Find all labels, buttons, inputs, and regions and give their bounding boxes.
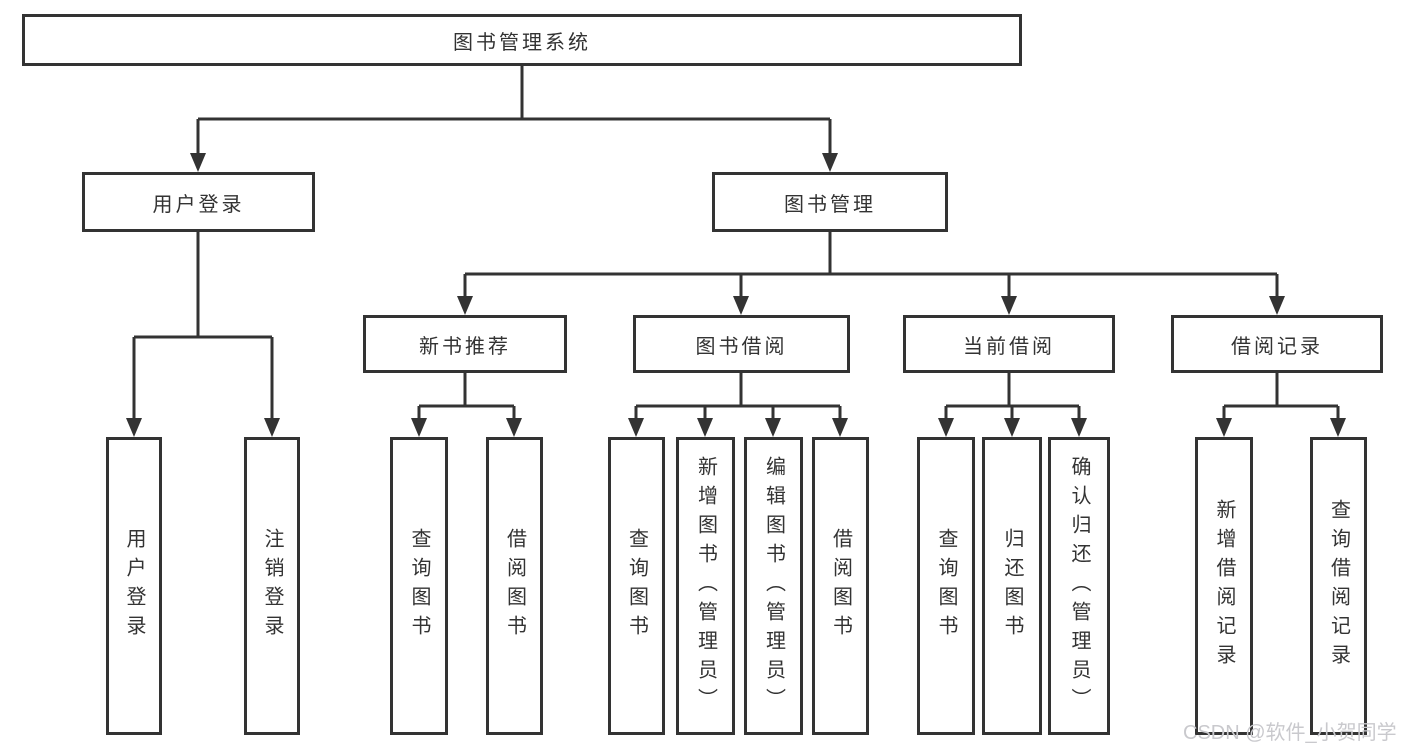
leaf-add-borrow-record: 新增借阅记录 bbox=[1195, 437, 1253, 735]
node-label: 查询借阅记录 bbox=[1327, 499, 1350, 673]
node-label: 确认归还（管理员） bbox=[1068, 455, 1090, 717]
leaf-edit-book-admin: 编辑图书（管理员） bbox=[744, 437, 803, 735]
leaf-query-books-recommend: 查询图书 bbox=[390, 437, 448, 735]
node-label: 图书管理系统 bbox=[453, 31, 591, 54]
node-label: 编辑图书（管理员） bbox=[762, 455, 785, 717]
node-label: 注销登录 bbox=[261, 528, 283, 644]
node-label: 查询图书 bbox=[625, 528, 648, 644]
leaf-query-books-borrowing: 查询图书 bbox=[608, 437, 665, 735]
node-borrowing-records: 借阅记录 bbox=[1171, 315, 1383, 373]
node-label: 查询图书 bbox=[408, 528, 430, 644]
arrow-down-icons bbox=[126, 153, 1346, 437]
node-label: 借阅记录 bbox=[1231, 335, 1323, 358]
node-label: 新书推荐 bbox=[419, 335, 511, 358]
node-new-book-recommendation: 新书推荐 bbox=[363, 315, 567, 373]
node-label: 新增借阅记录 bbox=[1213, 499, 1235, 673]
node-label: 新增图书（管理员） bbox=[694, 455, 717, 717]
node-label: 用户登录 bbox=[152, 193, 245, 216]
leaf-return-book: 归还图书 bbox=[982, 437, 1042, 735]
leaf-confirm-return-admin: 确认归还（管理员） bbox=[1048, 437, 1110, 735]
node-label: 借阅图书 bbox=[829, 528, 852, 644]
leaf-logout: 注销登录 bbox=[244, 437, 300, 735]
node-book-borrowing: 图书借阅 bbox=[633, 315, 850, 373]
node-label: 图书管理 bbox=[784, 193, 876, 216]
node-book-management: 图书管理 bbox=[712, 172, 948, 232]
node-user-login: 用户登录 bbox=[82, 172, 315, 232]
leaf-query-books-current: 查询图书 bbox=[917, 437, 975, 735]
leaf-borrow-books-recommend: 借阅图书 bbox=[486, 437, 543, 735]
node-label: 用户登录 bbox=[123, 528, 145, 644]
node-label: 借阅图书 bbox=[503, 528, 526, 644]
node-label: 图书借阅 bbox=[695, 335, 788, 358]
node-label: 查询图书 bbox=[935, 528, 957, 644]
leaf-query-borrow-record: 查询借阅记录 bbox=[1310, 437, 1367, 735]
leaf-user-login: 用户登录 bbox=[106, 437, 162, 735]
node-current-borrowing: 当前借阅 bbox=[903, 315, 1115, 373]
node-library-management-system: 图书管理系统 bbox=[22, 14, 1022, 66]
leaf-borrow-books-borrowing: 借阅图书 bbox=[812, 437, 869, 735]
watermark: CSDN @软件_小贺同学 bbox=[1183, 722, 1397, 744]
leaf-add-book-admin: 新增图书（管理员） bbox=[676, 437, 735, 735]
node-label: 当前借阅 bbox=[963, 335, 1055, 358]
node-label: 归还图书 bbox=[1001, 528, 1023, 644]
